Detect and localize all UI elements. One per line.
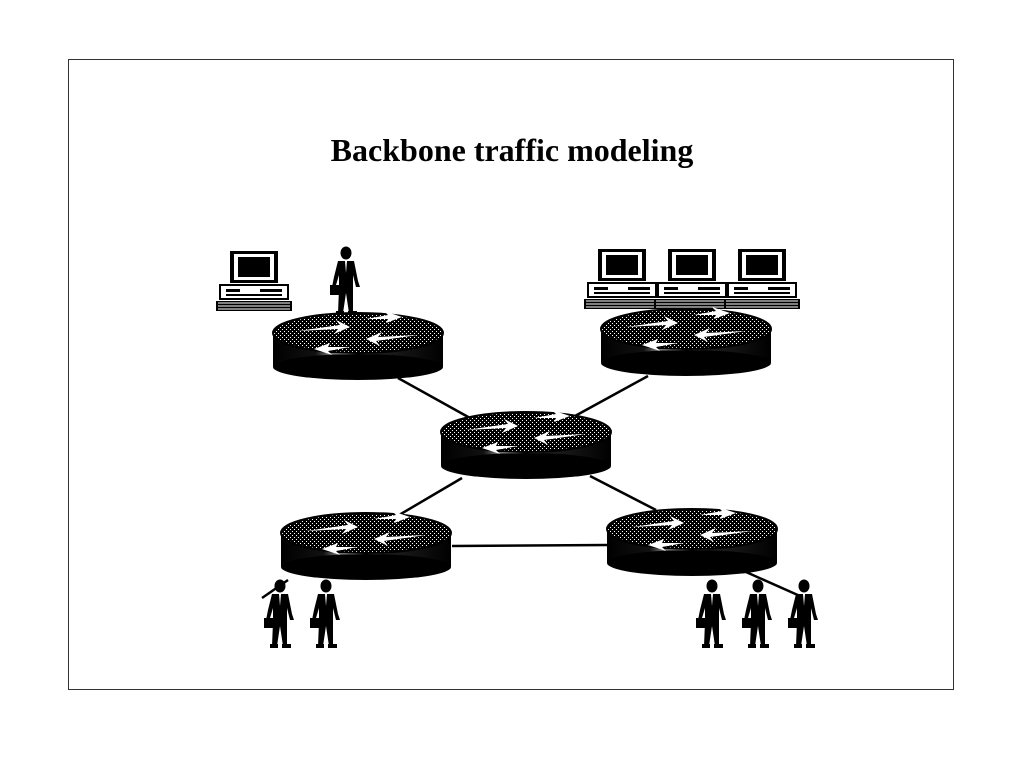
router-icon [280, 510, 452, 581]
link-top-right-center [574, 374, 649, 418]
router-icon [272, 310, 444, 381]
user-group-bottom-right [696, 579, 818, 648]
router-icon [606, 506, 778, 577]
link-bottom-left-bottom-right [451, 543, 609, 548]
network-links [261, 374, 801, 600]
slide-title: Backbone traffic modeling [330, 132, 694, 168]
businessman-icon [310, 579, 340, 648]
router-icon [600, 306, 772, 377]
businessman-icon [742, 579, 772, 648]
businessman-icon [264, 579, 294, 648]
businessman-icon [330, 246, 360, 315]
businessman-icon [788, 579, 818, 648]
computer-icon [215, 250, 293, 312]
link-center-bottom-right [589, 474, 657, 512]
link-bottom-right-users [745, 570, 801, 598]
computer-group-top-left [215, 250, 293, 312]
router-icon [440, 409, 612, 480]
computer-icon [723, 248, 801, 310]
computer-icon [653, 248, 731, 310]
computer-icon [583, 248, 661, 310]
computer-group-top-right [583, 248, 801, 310]
user-group-top-left [330, 246, 360, 315]
link-top-left-center [397, 376, 471, 420]
link-center-bottom-left [393, 476, 463, 520]
businessman-icon [696, 579, 726, 648]
